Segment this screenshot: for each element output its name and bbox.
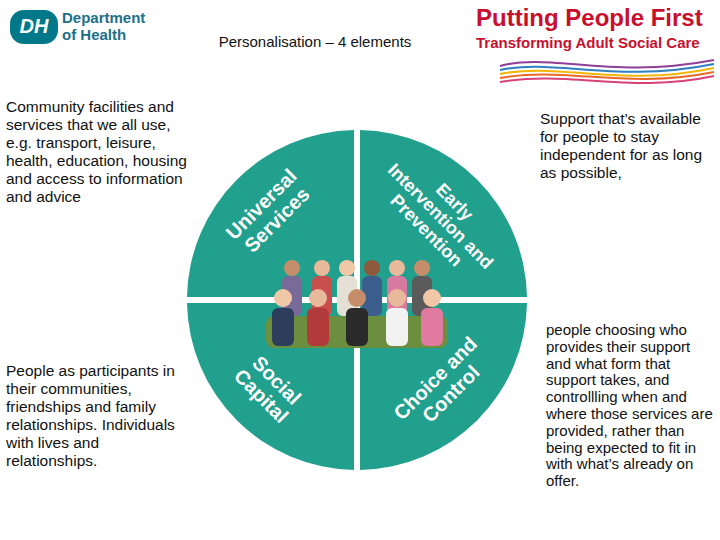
logo-mark: DH (12, 14, 56, 38)
quadrant-label-holder: Social Capital (217, 336, 322, 441)
quadrant-label-holder: Universal Services (217, 160, 322, 265)
quadrant-fill (187, 130, 354, 297)
quadrant-fill (360, 303, 527, 470)
person-body (346, 308, 368, 346)
quadrant-label: Choice and Control (387, 330, 499, 442)
person-head (314, 260, 330, 276)
quadrant-label: Universal Services (217, 160, 322, 265)
person-body (386, 308, 408, 346)
quadrant-segment: Universal Services (187, 130, 357, 300)
swoosh (500, 76, 714, 83)
person-head (414, 260, 430, 276)
logo-text-holder: Department of Health (62, 10, 152, 43)
person-head (284, 260, 300, 276)
person-head (388, 289, 406, 307)
quadrant-label: Early Intervention and Prevention (370, 146, 511, 287)
dh-badge (10, 10, 58, 44)
person-head (364, 260, 380, 276)
quadrant-segment: Social Capital (187, 300, 357, 470)
element-description: people choosing who provides their suppo… (546, 322, 716, 490)
element-description-holder: Community facilities and services that w… (6, 98, 188, 206)
quadrant-segment: Choice and Control (357, 300, 527, 470)
slide-title: Personalisation – 4 elements (190, 33, 440, 50)
element-description-holder: Support that’s available for people to s… (540, 110, 714, 182)
quadrant-segment: Early Intervention and Prevention (357, 130, 527, 300)
element-description: Community facilities and services that w… (6, 98, 188, 206)
person-head (274, 289, 292, 307)
person-head (339, 260, 355, 276)
quadrant-label: Social Capital (217, 336, 322, 441)
programme-subtitle: Transforming Adult Social Care (476, 34, 714, 52)
programme-title-holder: Putting People First (476, 4, 714, 33)
element-description: People as participants in their communit… (6, 362, 192, 470)
person-body (272, 308, 294, 346)
person-head (423, 289, 441, 307)
element-description-holder: people choosing who provides their suppo… (546, 322, 716, 490)
quadrant-label-holder: Choice and Control (387, 330, 499, 442)
people-photo (262, 250, 452, 350)
element-description: Support that’s available for people to s… (540, 110, 714, 182)
quadrant-label-holder: Early Intervention and Prevention (370, 146, 511, 287)
person-body (421, 308, 443, 346)
quadrant-fill (360, 130, 527, 297)
programme-title: Putting People First (476, 4, 714, 33)
person-head (309, 289, 327, 307)
person-head (348, 289, 366, 307)
logo-mark-holder: DH (12, 14, 56, 38)
quadrant-fill (187, 303, 354, 470)
person-head (389, 260, 405, 276)
programme-subtitle-holder: Transforming Adult Social Care (476, 34, 714, 52)
logo-text: Department of Health (62, 10, 152, 43)
element-description-holder: People as participants in their communit… (6, 362, 192, 470)
person-body (307, 308, 329, 346)
